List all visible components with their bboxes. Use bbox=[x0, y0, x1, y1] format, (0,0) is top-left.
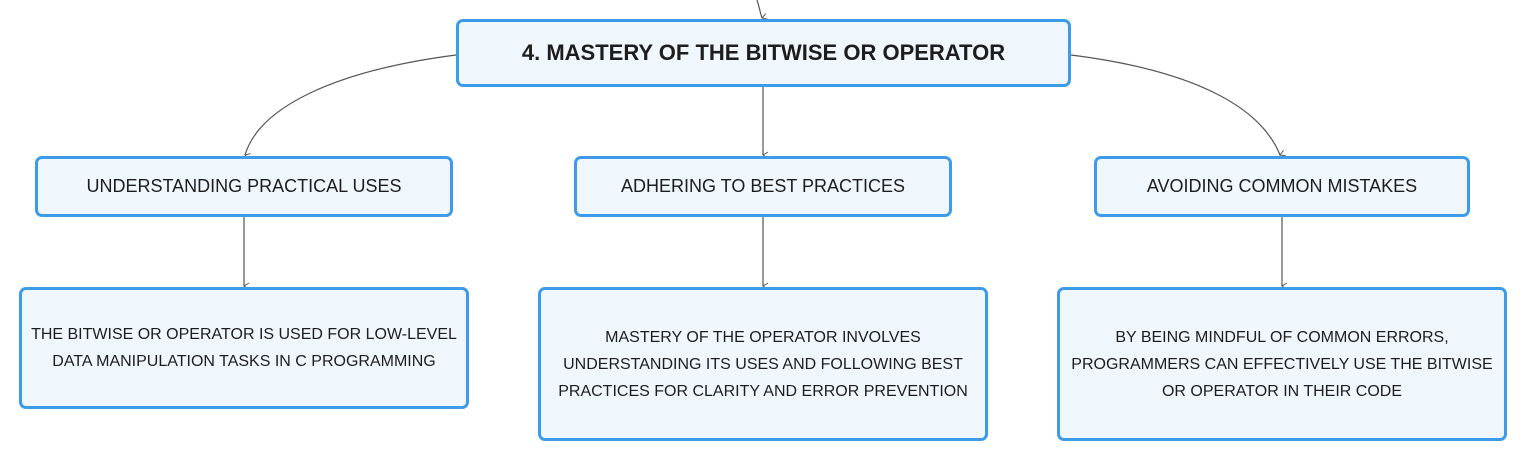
incoming-connector bbox=[756, 0, 768, 20]
connector-root-branch-1 bbox=[244, 54, 457, 160]
branch-node-common-mistakes[interactable]: AVOIDING COMMON MISTAKES bbox=[1094, 156, 1470, 217]
root-topic-node[interactable]: 4. MASTERY OF THE BITWISE OR OPERATOR bbox=[456, 19, 1071, 87]
connector-root-branch-3 bbox=[1070, 54, 1286, 157]
leaf-text-best-practices: MASTERY OF THE OPERATOR INVOLVES UNDERST… bbox=[558, 328, 968, 400]
leaf-node-practical-uses[interactable]: THE BITWISE OR OPERATOR IS USED FOR LOW-… bbox=[19, 287, 469, 409]
leaf-text-practical-uses: THE BITWISE OR OPERATOR IS USED FOR LOW-… bbox=[31, 326, 457, 370]
branch-node-best-practices[interactable]: ADHERING TO BEST PRACTICES bbox=[574, 156, 952, 217]
leaf-node-common-mistakes[interactable]: BY BEING MINDFUL OF COMMON ERRORS, PROGR… bbox=[1057, 287, 1507, 441]
leaf-node-best-practices[interactable]: MASTERY OF THE OPERATOR INVOLVES UNDERST… bbox=[538, 287, 988, 441]
branch-node-practical-uses[interactable]: UNDERSTANDING PRACTICAL USES bbox=[35, 156, 453, 217]
leaf-text-common-mistakes: BY BEING MINDFUL OF COMMON ERRORS, PROGR… bbox=[1071, 328, 1493, 400]
branch-label-common-mistakes: AVOIDING COMMON MISTAKES bbox=[1146, 176, 1418, 196]
root-topic-label: 4. MASTERY OF THE BITWISE OR OPERATOR bbox=[521, 40, 1006, 65]
branch-label-best-practices: ADHERING TO BEST PRACTICES bbox=[620, 176, 906, 196]
branch-label-practical-uses: UNDERSTANDING PRACTICAL USES bbox=[86, 176, 402, 196]
